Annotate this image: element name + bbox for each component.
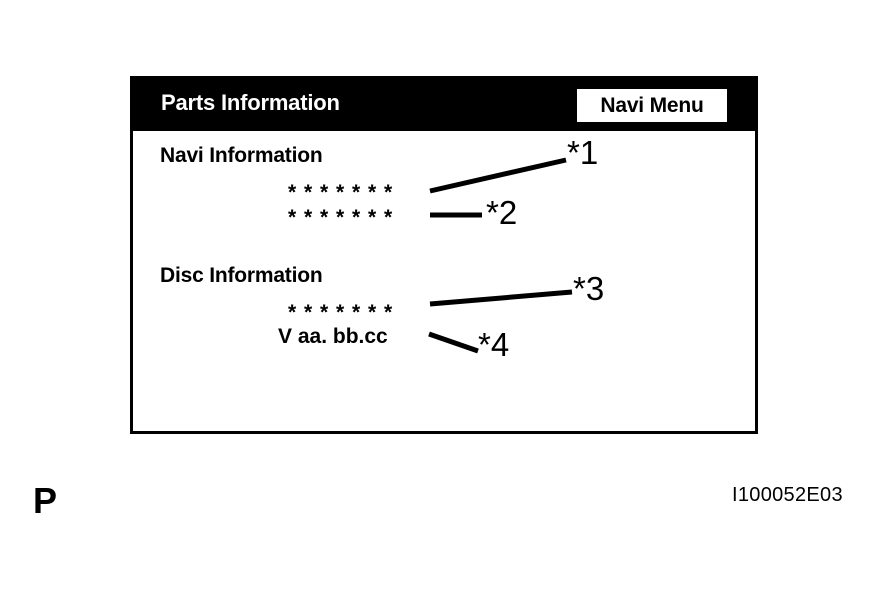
navi-menu-button[interactable]: Navi Menu [577,89,727,122]
screen-body: Navi Information * * * * * * * * * * * *… [133,131,755,431]
callout-label-4: *4 [478,326,510,363]
navi-information-value-1: * * * * * * * [288,181,394,204]
navi-screen-frame: Parts Information Navi Menu Navi Informa… [130,76,758,434]
page-marker: P [33,480,58,521]
screen-title-bar: Parts Information Navi Menu [133,79,755,131]
screen-title: Parts Information [161,90,340,115]
figure-code: I100052E03 [732,484,843,506]
navi-information-heading: Navi Information [160,144,323,167]
callout-label-3: *3 [573,270,605,307]
disc-information-value-1: * * * * * * * [288,301,394,324]
callout-label-2: *2 [486,194,518,231]
callout-label-1: *1 [567,134,599,171]
navi-information-value-2: * * * * * * * [288,206,394,229]
disc-information-heading: Disc Information [160,264,323,287]
disc-information-version: V aa. bb.cc [278,325,388,348]
